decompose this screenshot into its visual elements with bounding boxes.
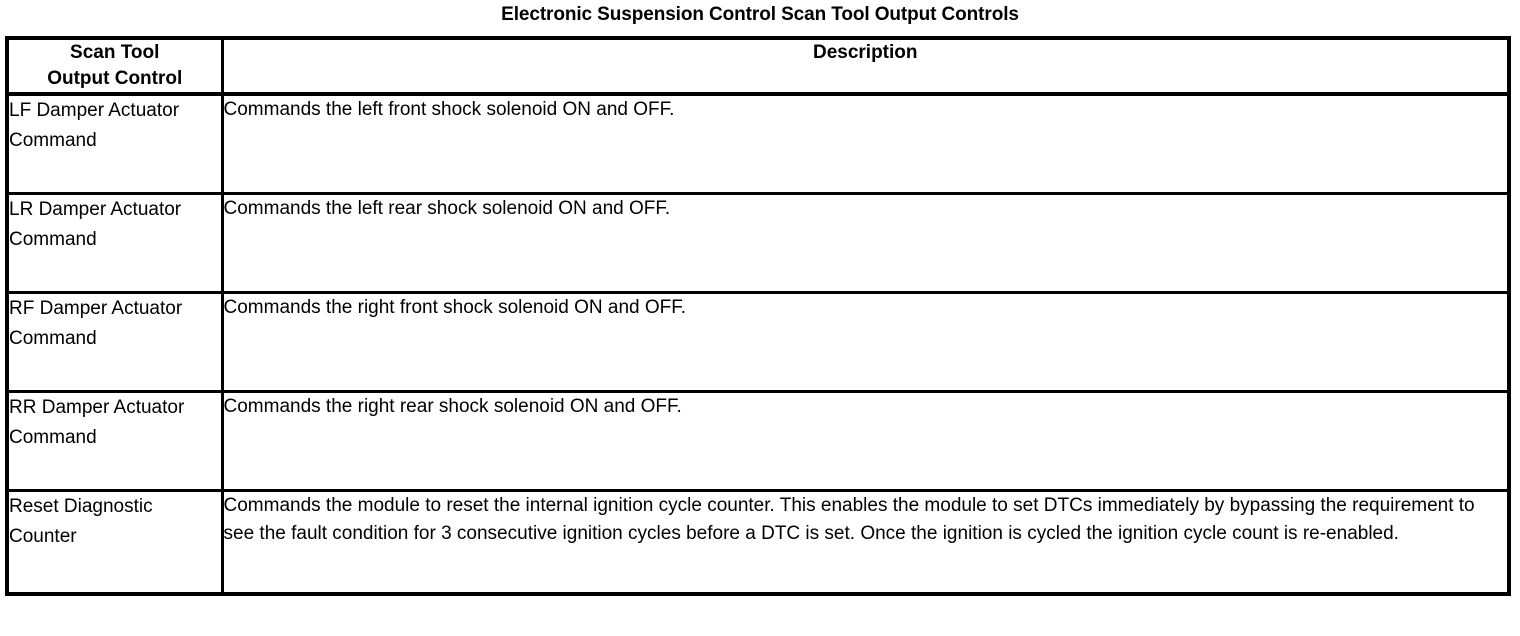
cell-output-control-name: RF Damper Actuator Command — [5, 291, 224, 393]
table-row: RR Damper Actuator Command Commands the … — [5, 390, 1511, 492]
cell-description: Commands the right front shock solenoid … — [220, 291, 1511, 393]
column-header-scan-tool-output-control: Scan Tool Output Control — [5, 36, 224, 96]
scan-tool-output-controls-table: Scan Tool Output Control Description LF … — [5, 36, 1511, 596]
table-header-row: Scan Tool Output Control Description — [5, 36, 1511, 96]
table-container: Scan Tool Output Control Description LF … — [0, 36, 1520, 596]
table-header: Scan Tool Output Control Description — [5, 36, 1511, 96]
cell-output-control-name: LR Damper Actuator Command — [5, 192, 224, 294]
cell-output-control-name: LF Damper Actuator Command — [5, 92, 224, 195]
column-header-line-2: Output Control — [47, 68, 183, 89]
page-title: Electronic Suspension Control Scan Tool … — [501, 4, 1019, 25]
cell-description: Commands the module to reset the interna… — [220, 489, 1511, 596]
table-body: LF Damper Actuator Command Commands the … — [5, 92, 1511, 596]
cell-description: Commands the left rear shock solenoid ON… — [220, 192, 1511, 294]
table-row: LF Damper Actuator Command Commands the … — [5, 92, 1511, 195]
cell-description: Commands the right rear shock solenoid O… — [220, 390, 1511, 492]
column-header-line-1: Scan Tool — [70, 42, 160, 63]
table-row: Reset Diagnostic Counter Commands the mo… — [5, 489, 1511, 596]
cell-output-control-name: RR Damper Actuator Command — [5, 390, 224, 492]
cell-description: Commands the left front shock solenoid O… — [220, 92, 1511, 195]
table-row: RF Damper Actuator Command Commands the … — [5, 291, 1511, 393]
cell-output-control-name: Reset Diagnostic Counter — [5, 489, 224, 596]
table-row: LR Damper Actuator Command Commands the … — [5, 192, 1511, 294]
column-header-description: Description — [220, 36, 1511, 96]
